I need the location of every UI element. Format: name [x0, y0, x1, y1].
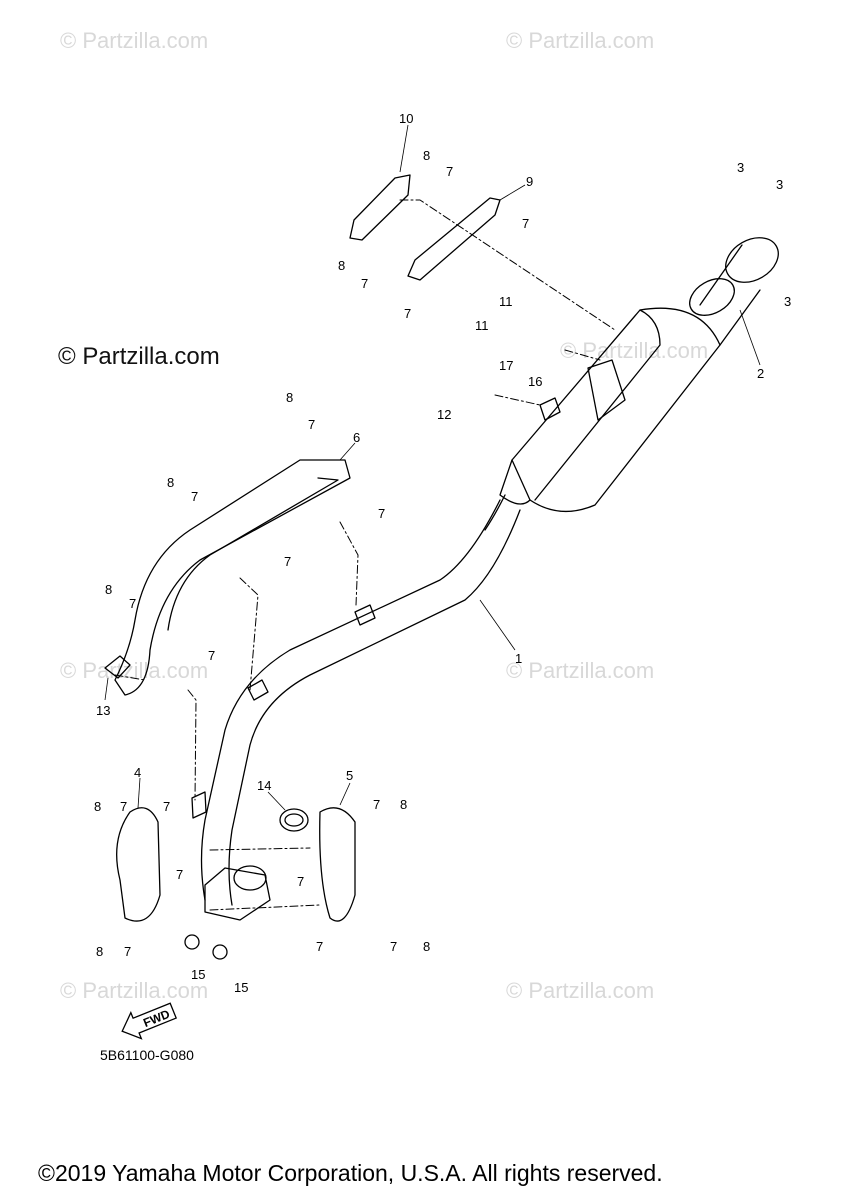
callout-7: 7	[208, 648, 215, 663]
callout-7: 7	[284, 554, 291, 569]
callout-2: 2	[757, 366, 764, 381]
callouts: 1 2 3 3 3 4 5 6 7 7 7 7 7 7 7 7 7 7 7 7 …	[94, 111, 791, 995]
callout-7: 7	[191, 489, 198, 504]
callout-7: 7	[176, 867, 183, 882]
callout-1: 1	[515, 651, 522, 666]
bracket-10	[349, 174, 411, 241]
diagram-code: 5B61100-G080	[100, 1047, 194, 1063]
callout-7: 7	[308, 417, 315, 432]
callout-6: 6	[353, 430, 360, 445]
callout-10: 10	[399, 111, 413, 126]
callout-14: 14	[257, 778, 271, 793]
callout-5: 5	[346, 768, 353, 783]
callout-15: 15	[191, 967, 205, 982]
callout-17: 17	[499, 358, 513, 373]
protector-6	[114, 459, 351, 696]
watermark-top-right: © Partzilla.com	[506, 28, 655, 53]
callout-16: 16	[528, 374, 542, 389]
callout-8: 8	[96, 944, 103, 959]
callout-8: 8	[423, 939, 430, 954]
callout-8: 8	[338, 258, 345, 273]
fwd-arrow-icon: FWD	[121, 1002, 178, 1040]
callout-7: 7	[163, 799, 170, 814]
callout-8: 8	[94, 799, 101, 814]
callout-7: 7	[378, 506, 385, 521]
watermark-lower-left: © Partzilla.com	[60, 658, 209, 683]
watermark-top-left: © Partzilla.com	[60, 28, 209, 53]
callout-15: 15	[234, 980, 248, 995]
callout-7: 7	[522, 216, 529, 231]
callout-7: 7	[297, 874, 304, 889]
callout-8: 8	[105, 582, 112, 597]
callout-8: 8	[400, 797, 407, 812]
watermark-bottom-left: © Partzilla.com	[60, 978, 209, 1003]
callout-7: 7	[390, 939, 397, 954]
watermark-lower-right: © Partzilla.com	[506, 658, 655, 683]
protector-4	[116, 807, 161, 922]
callout-7: 7	[316, 939, 323, 954]
callout-8: 8	[423, 148, 430, 163]
protector-5	[319, 807, 356, 922]
callout-3: 3	[737, 160, 744, 175]
callout-11: 11	[499, 294, 513, 309]
copyright-notice: ©2019 Yamaha Motor Corporation, U.S.A. A…	[38, 1160, 663, 1186]
callout-3: 3	[776, 177, 783, 192]
callout-8: 8	[286, 390, 293, 405]
callout-13: 13	[96, 703, 110, 718]
muffler	[484, 237, 779, 531]
leader-lines	[104, 124, 761, 811]
callout-7: 7	[361, 276, 368, 291]
watermark-mid-right: © Partzilla.com	[560, 338, 709, 363]
bracket-9	[407, 197, 501, 281]
callout-12: 12	[437, 407, 451, 422]
callout-7: 7	[373, 797, 380, 812]
stay-13	[104, 655, 131, 679]
callout-11: 11	[475, 318, 489, 333]
partzilla-watermark: © Partzilla.com	[58, 343, 220, 370]
exhaust-flange	[184, 808, 309, 960]
callout-9: 9	[526, 174, 533, 189]
callout-8: 8	[167, 475, 174, 490]
callout-7: 7	[446, 164, 453, 179]
callout-7: 7	[129, 596, 136, 611]
watermark-bottom-right: © Partzilla.com	[506, 978, 655, 1003]
callout-7: 7	[404, 306, 411, 321]
callout-3: 3	[784, 294, 791, 309]
callout-4: 4	[134, 765, 141, 780]
exhaust-pipe	[191, 499, 521, 906]
callout-7: 7	[124, 944, 131, 959]
callout-7: 7	[120, 799, 127, 814]
